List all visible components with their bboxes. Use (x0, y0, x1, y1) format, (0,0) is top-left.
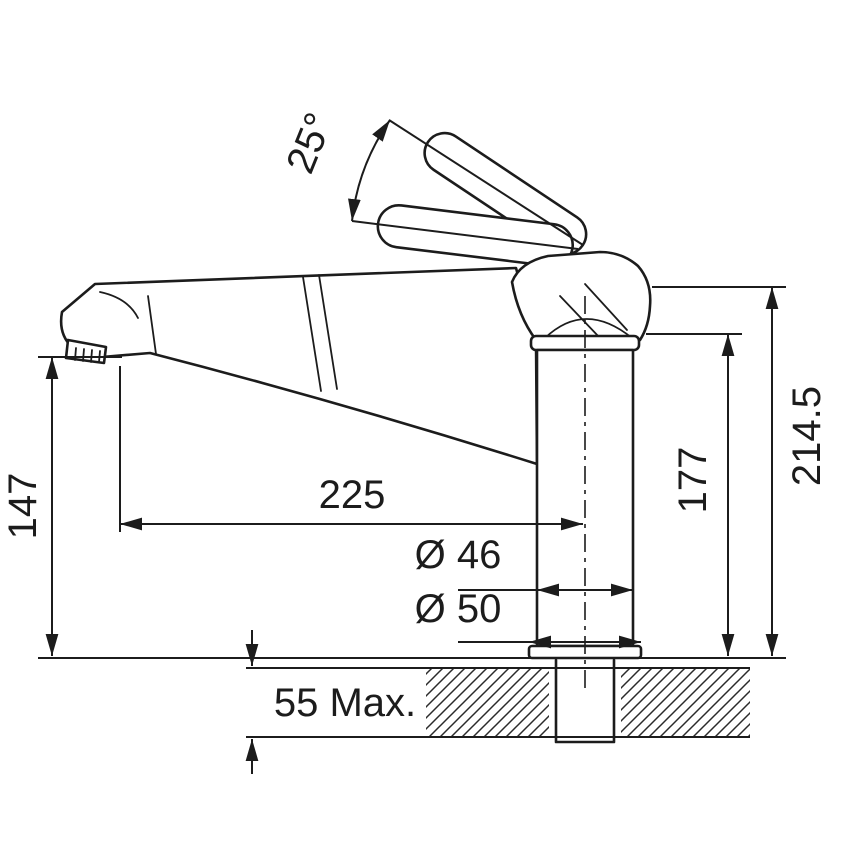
dim-label-spout-reach: 225 (319, 473, 386, 517)
angle-arc (348, 119, 391, 222)
dim-label-base-diameter: Ø 50 (415, 587, 502, 631)
faucet-body (535, 348, 635, 648)
spout-head-seam (147, 295, 157, 355)
counter-hatch-left (426, 668, 549, 737)
angle-ext-lower (351, 220, 579, 250)
dim-label-body-height: 177 (671, 447, 715, 514)
dim-body-height: 177 (646, 333, 742, 656)
dim-body-diameter: Ø 46 (415, 533, 633, 597)
dim-label-body-diameter: Ø 46 (415, 533, 502, 577)
dim-base-diameter: Ø 50 (415, 587, 641, 649)
spout-seam-1 (302, 276, 322, 392)
dim-spout-height: 147 (1, 356, 122, 656)
dim-label-counter-thickness: 55 Max. (274, 681, 416, 725)
dim-counter-thickness: 55 Max. (245, 630, 416, 774)
dim-label-overall-height: 214.5 (785, 386, 829, 486)
angle-ext-upper (388, 119, 584, 246)
hub-dome-line (544, 318, 633, 339)
head-detail-arc (99, 291, 139, 319)
dim-label-handle-angle: 25° (278, 107, 341, 180)
faucet-artwork (59, 131, 652, 744)
countertop-section (246, 667, 750, 738)
counter-hatch-right (621, 668, 750, 737)
dim-label-spout-height: 147 (1, 473, 45, 540)
dim-spout-reach: 225 (119, 366, 583, 532)
dim-overall-height: 214.5 (652, 286, 829, 656)
mounting-shank (554, 658, 616, 744)
spray-outlet-teeth (74, 347, 101, 363)
hub-detail-1 (559, 295, 601, 339)
spout-seam-2 (318, 274, 338, 390)
spout-outline (59, 266, 539, 466)
mixer-hub (510, 250, 652, 342)
hub-detail-2 (584, 283, 628, 331)
